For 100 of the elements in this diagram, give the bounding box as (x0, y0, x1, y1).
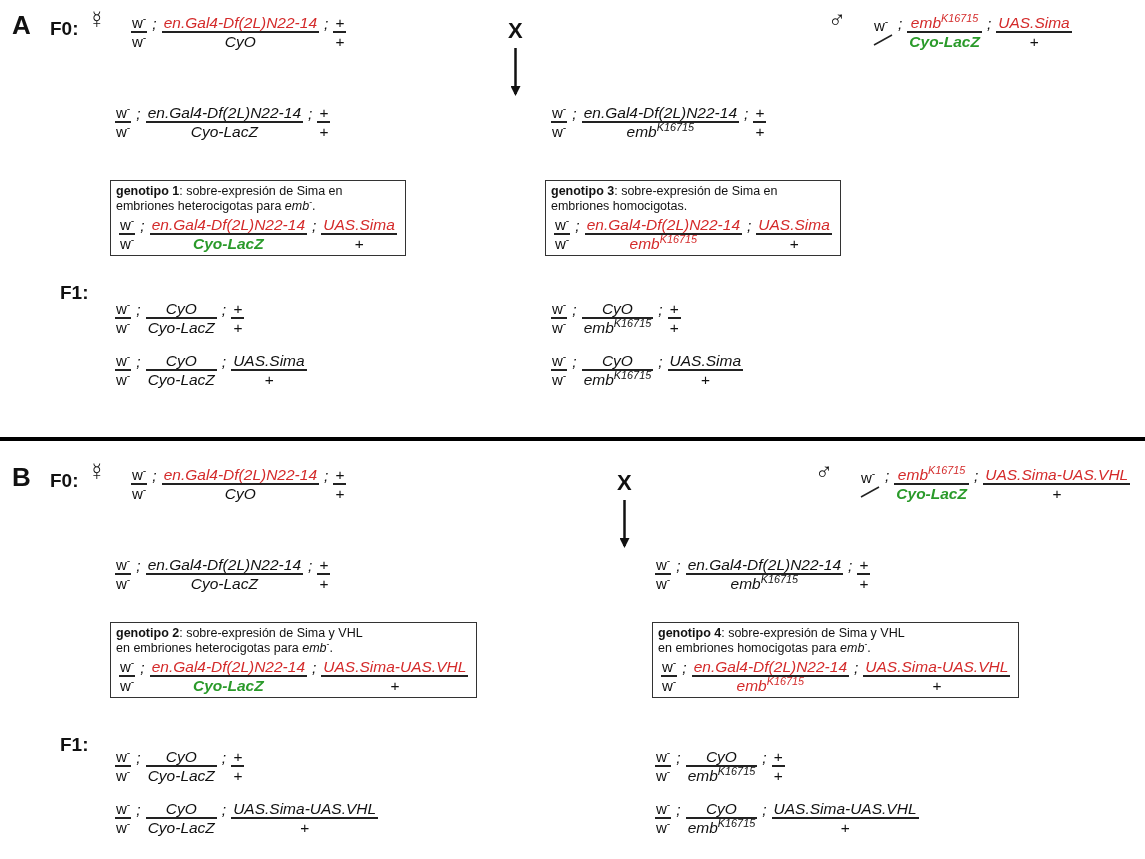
allele-label: + (839, 818, 851, 836)
allele-label: w$^{-}$ (655, 800, 672, 817)
allele-label: CyO (164, 748, 198, 765)
allele-label: + (263, 370, 275, 388)
semicolon: ; (135, 748, 142, 766)
male-symbol: ♂ (815, 458, 833, 485)
semicolon: ; (139, 216, 146, 234)
semicolon: ; (323, 14, 330, 32)
allele-label: UAS.Sima-UAS.VHL (984, 466, 1130, 483)
allele-label: + (334, 14, 346, 31)
allele-label: + (772, 766, 784, 784)
allele-label: UAS.Sima (322, 216, 396, 233)
allele-label: w$^{-}$ (551, 104, 568, 121)
allele-label: emb$^{K16715}$ (686, 766, 757, 784)
allele-label: w$^{-}$ (119, 658, 136, 675)
genotype-box (545, 180, 841, 256)
generation-label: F1: (60, 734, 89, 755)
semicolon: ; (761, 748, 768, 766)
allele-label: UAS.Sima (997, 14, 1071, 31)
allele-label: emb$^{K16715}$ (626, 122, 695, 140)
allele-label: w$^{-}$ (115, 818, 132, 836)
semicolon: ; (135, 556, 142, 574)
semicolon: ; (311, 216, 318, 234)
allele-label: w$^{-}$ (661, 676, 678, 694)
semicolon: ; (972, 466, 980, 484)
allele-label: CyO (164, 800, 198, 817)
allele-label: CyO (223, 32, 257, 50)
allele-label: + (318, 122, 330, 140)
semicolon: ; (220, 352, 228, 370)
allele-label: w$^{-}$ (115, 104, 132, 121)
allele-label: emb$^{K16715}$ (736, 676, 805, 694)
allele-label: + (668, 318, 680, 336)
allele-label: w$^{-}$ (115, 556, 132, 573)
semicolon: ; (761, 800, 768, 818)
allele-label: w$^{-}$ (551, 300, 568, 317)
generation-label: F1: (60, 282, 89, 303)
allele-label: + (1028, 32, 1040, 50)
allele-label: UAS.Sima (232, 352, 306, 369)
allele-label: en.Gal4-Df(2L)N22-14 (146, 104, 302, 121)
allele-label: Cyo-LacZ (895, 484, 969, 502)
allele-label: CyO (600, 352, 634, 369)
semicolon: ; (323, 466, 330, 484)
semicolon: ; (675, 556, 682, 574)
generation-label: F0: (50, 18, 79, 39)
allele-label: w$^{-}$ (131, 466, 148, 483)
genotype-box (110, 180, 406, 256)
allele-label: UAS.Sima-UAS.VHL (772, 800, 918, 817)
allele-label: w$^{-}$ (554, 216, 571, 233)
allele-label: emb$^{K16715}$ (909, 14, 980, 31)
allele-label: CyO (164, 300, 198, 317)
allele-label: w$^{-}$ (115, 748, 132, 765)
allele-label: + (931, 676, 943, 694)
semicolon: ; (135, 104, 142, 122)
allele-label: + (232, 766, 244, 784)
semicolon: ; (897, 14, 904, 32)
cross-symbol: X (617, 470, 632, 496)
genotype-description: genotipo 3: sobre-expresión de Sima en embriones homocigotas. (551, 184, 779, 214)
allele-label: en.Gal4-Df(2L)N22-14 (585, 216, 741, 233)
allele-label: + (318, 104, 330, 121)
allele-label: emb$^{K16715}$ (582, 370, 653, 388)
allele-label: emb$^{K16715}$ (629, 234, 698, 252)
arrow (510, 48, 521, 96)
allele-label: w$^{-}$ (119, 676, 136, 694)
allele-label: CyO (600, 300, 634, 317)
allele-label: + (788, 234, 800, 252)
allele-label: en.Gal4-Df(2L)N22-14 (162, 466, 318, 483)
allele-label: en.Gal4-Df(2L)N22-14 (686, 556, 842, 573)
allele-label: Cyo-LacZ (146, 818, 216, 836)
semicolon: ; (307, 104, 314, 122)
allele-label: w$^{-}$ (115, 574, 132, 592)
allele-label: en.Gal4-Df(2L)N22-14 (150, 216, 306, 233)
allele-label: Cyo-LacZ (189, 122, 260, 140)
semicolon: ; (574, 216, 581, 234)
allele-label: CyO (704, 748, 738, 765)
allele-label: w$^{-}$ (655, 818, 672, 836)
semicolon: ; (307, 556, 314, 574)
allele-label: w$^{-}$ (115, 318, 132, 336)
allele-label: + (754, 104, 766, 121)
allele-label: w$^{-}$ (115, 300, 132, 317)
female-symbol: ☿ (88, 6, 106, 33)
allele-label: w$^{-}$ (551, 352, 568, 369)
allele-label: UAS.Sima-UAS.VHL (232, 800, 378, 817)
allele-label: w$^{-}$ (551, 318, 568, 336)
semicolon: ; (571, 300, 578, 318)
semicolon: ; (853, 658, 860, 676)
allele-label: w$^{-}$ (873, 17, 890, 35)
semicolon: ; (675, 800, 682, 818)
allele-label: + (353, 234, 365, 252)
allele-label: + (1051, 484, 1063, 502)
allele-label: emb$^{K16715}$ (896, 466, 967, 483)
allele-label: w$^{-}$ (119, 234, 136, 252)
allele-label: Cyo-LacZ (189, 574, 260, 592)
allele-label: Cyo-LacZ (908, 32, 982, 50)
allele-label: w$^{-}$ (131, 32, 148, 50)
allele-label: + (858, 556, 870, 573)
allele-label: w$^{-}$ (551, 370, 568, 388)
semicolon: ; (135, 352, 142, 370)
semicolon: ; (135, 800, 142, 818)
allele-label: w$^{-}$ (131, 484, 148, 502)
allele-label: + (334, 32, 346, 50)
